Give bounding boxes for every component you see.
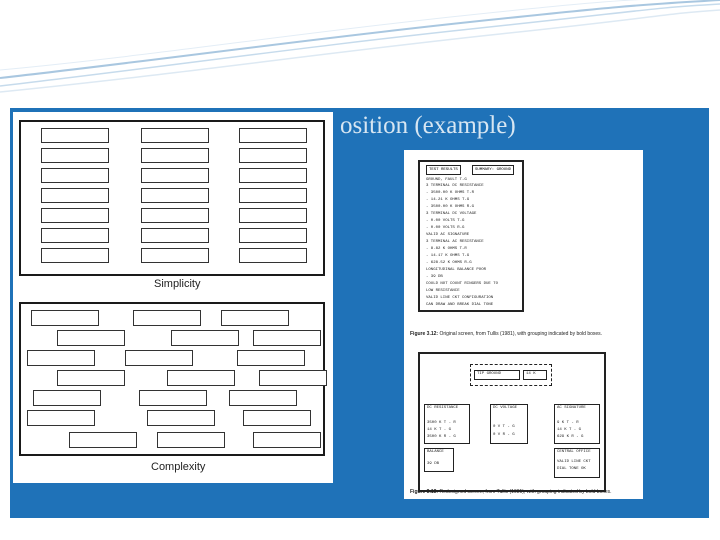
screen-line: LONGITUDINAL BALANCE POOR xyxy=(426,268,487,272)
screen-line: - 8.82 K OHMS T-R xyxy=(426,247,467,251)
complexity-label: Complexity xyxy=(151,461,206,473)
screen-line: 3 TERMINAL DC RESISTANCE xyxy=(426,184,484,188)
screen-line: 3 TERMINAL DC VOLTAGE xyxy=(426,212,477,216)
screen-line: CAN DRAW AND BREAK DIAL TONE xyxy=(426,303,494,307)
complexity-frame xyxy=(19,302,327,456)
summary-header: SUMMARY: GROUND xyxy=(472,165,515,175)
screen-line: - 3500.00 K OHMS T-R xyxy=(426,191,475,195)
screen-line: LOW RESISTANCE xyxy=(426,289,460,293)
figure-caption-redesigned: Figure 3.13: Redesigned screen, from Tul… xyxy=(410,489,612,495)
test-results-header: TEST RESULTS xyxy=(426,165,461,175)
dc-voltage-box: DC VOLTAGE 0 V T - G 0 V R - G xyxy=(490,404,528,444)
central-office-box: CENTRAL OFFICE VALID LINE CKT DIAL TONE … xyxy=(554,448,600,478)
screen-line: 3 TERMINAL AC RESISTANCE xyxy=(426,240,484,244)
dc-resistance-box: DC RESISTANCE 3500 K T - R 14 K T - G 35… xyxy=(424,404,470,444)
simplicity-label: Simplicity xyxy=(154,278,201,290)
simplicity-frame xyxy=(19,120,325,276)
screen-line: - 14.17 K OHMS T-G xyxy=(426,254,470,258)
screen-line: - 39 DB xyxy=(426,275,443,279)
tip-ground-box: TIP GROUND 14 K xyxy=(470,364,552,386)
original-screen: TEST RESULTS SUMMARY: GROUND GROUND, FAU… xyxy=(418,160,524,312)
screen-line: VALID LINE CKT CONFIGURATION xyxy=(426,296,494,300)
screen-line: - 3500.00 K OHMS R-G xyxy=(426,205,475,209)
screen-line: COULD NOT COUNT RINGERS DUE TO xyxy=(426,282,499,286)
redesigned-screen: TIP GROUND 14 K DC RESISTANCE 3500 K T -… xyxy=(418,352,606,492)
slide-title: osition (example) xyxy=(340,112,516,139)
figure-caption-original: Figure 3.12: Original screen, from Tulli… xyxy=(410,331,603,337)
screen-line: - 0.00 VOLTS R-G xyxy=(426,226,465,230)
balance-box: BALANCE 39 DB xyxy=(424,448,454,472)
screen-line: VALID AC SIGNATURE xyxy=(426,233,470,237)
decorative-wave xyxy=(0,0,720,93)
screen-line: - 0.00 VOLTS T-G xyxy=(426,219,465,223)
screen-line: GROUND, FAULT T-G xyxy=(426,178,467,182)
tullis-screens-figure: TEST RESULTS SUMMARY: GROUND GROUND, FAU… xyxy=(404,150,643,499)
ac-signature-box: AC SIGNATURE 9 K T - R 14 K T - G 629 K … xyxy=(554,404,600,444)
simplicity-complexity-figure: Simplicity Complexity xyxy=(13,112,333,483)
screen-line: - 628.52 K OHMS R-G xyxy=(426,261,472,265)
screen-line: - 14.21 K OHMS T-G xyxy=(426,198,470,202)
